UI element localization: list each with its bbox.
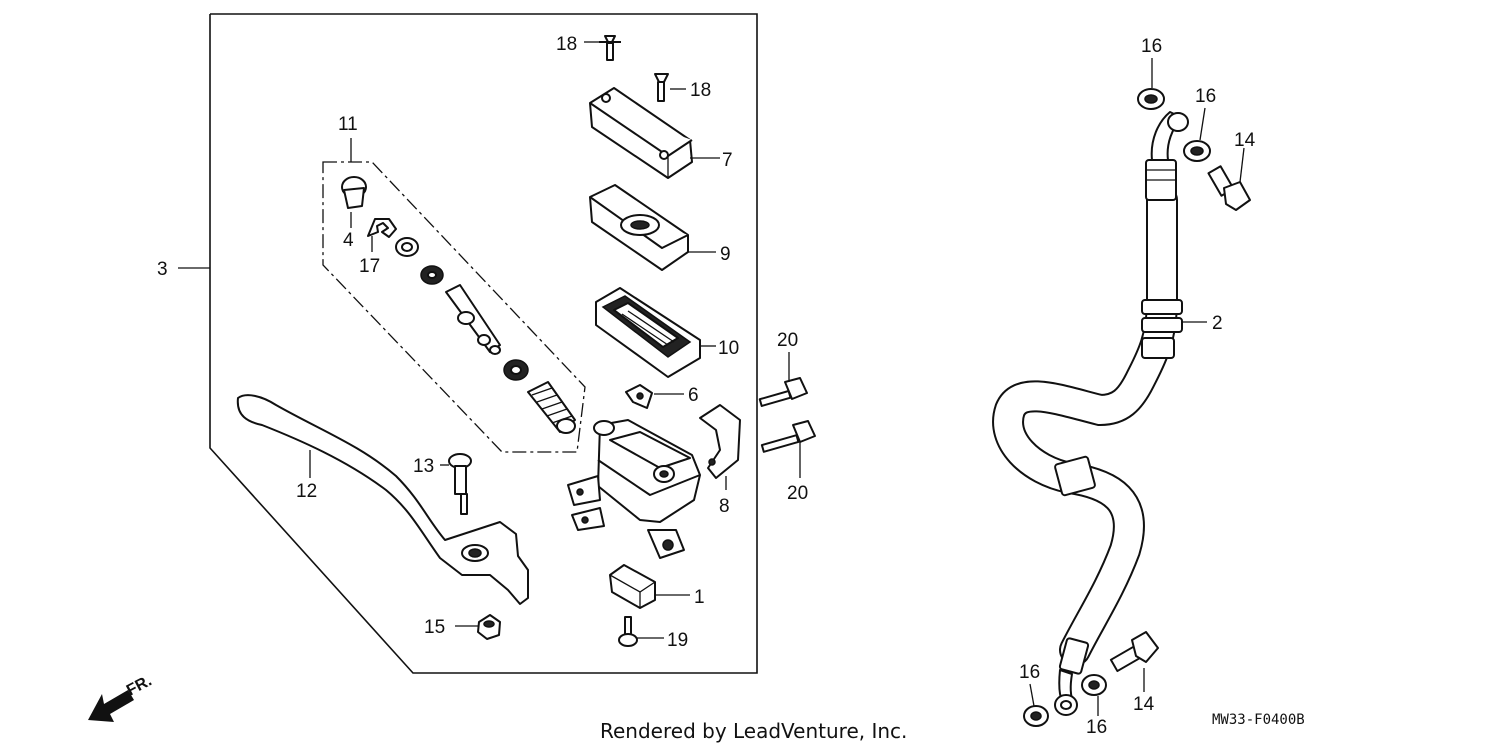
circlip-17 (367, 218, 397, 238)
callout-11: 11 (338, 114, 358, 135)
callout-20-bottom: 20 (787, 483, 808, 504)
callout-16-a: 16 (1141, 36, 1162, 57)
callout-15: 15 (424, 617, 445, 638)
brake-light-switch (609, 564, 656, 609)
callout-10: 10 (718, 338, 739, 359)
callout-1: 1 (694, 587, 705, 608)
piston-seal (395, 237, 419, 257)
boot-4 (341, 176, 367, 209)
callout-12: 12 (296, 481, 317, 502)
screw-18-top (599, 35, 621, 61)
callout-7: 7 (722, 150, 733, 171)
screw-19 (618, 616, 638, 647)
banjo-bolt-14-lower (1109, 631, 1159, 673)
brake-hose (992, 159, 1183, 675)
callout-14-lower: 14 (1133, 694, 1155, 715)
banjo-bolt-14-upper (1207, 165, 1251, 211)
leader-lines (178, 41, 1245, 716)
bolt-20-upper (758, 377, 808, 407)
hose-banjo-lower (1054, 669, 1078, 716)
callout-16-c: 16 (1019, 662, 1040, 683)
diagram-code: MW33-F0400B (1212, 712, 1305, 728)
washer-16-b (1183, 140, 1211, 162)
hose-banjo-upper (1150, 111, 1189, 161)
washer-16-a (1137, 88, 1165, 110)
callout-14-upper: 14 (1234, 130, 1256, 151)
screw-18-second (654, 73, 669, 102)
callout-13: 13 (413, 456, 434, 477)
piston (445, 284, 501, 355)
assembly-frame (209, 13, 758, 674)
callout-3: 3 (157, 259, 168, 280)
diaphragm (595, 287, 701, 378)
washer-16-c (1023, 705, 1049, 727)
rendered-by-text: Rendered by LeadVenture, Inc. (600, 719, 907, 743)
bolt-20-lower (760, 420, 816, 453)
diaphragm-plate (589, 184, 689, 271)
callout-4: 4 (343, 230, 354, 251)
front-direction-arrow: FR. (88, 672, 155, 722)
callout-18-top: 18 (556, 34, 577, 55)
piston-cup-1 (420, 265, 444, 285)
master-cylinder-body (567, 419, 701, 559)
callout-19: 19 (667, 630, 688, 651)
callout-16-b: 16 (1195, 86, 1216, 107)
callout-9: 9 (720, 244, 731, 265)
washer-16-d (1081, 674, 1107, 696)
callout-18-second: 18 (690, 80, 711, 101)
reservoir-cap (589, 87, 693, 179)
callout-20-top: 20 (777, 330, 798, 351)
plate-clip (625, 384, 653, 409)
pivot-bolt-13 (448, 453, 472, 515)
piston-cup-2 (503, 359, 529, 381)
callout-2: 2 (1212, 313, 1223, 334)
nut-15 (477, 614, 501, 640)
callout-6: 6 (688, 385, 699, 406)
handlebar-holder (699, 404, 741, 479)
spring (527, 381, 576, 434)
piston-set-frame (322, 161, 586, 453)
callout-8: 8 (719, 496, 730, 517)
brake-lever (236, 394, 529, 605)
callout-17: 17 (359, 256, 380, 277)
callout-16-d: 16 (1086, 717, 1107, 738)
